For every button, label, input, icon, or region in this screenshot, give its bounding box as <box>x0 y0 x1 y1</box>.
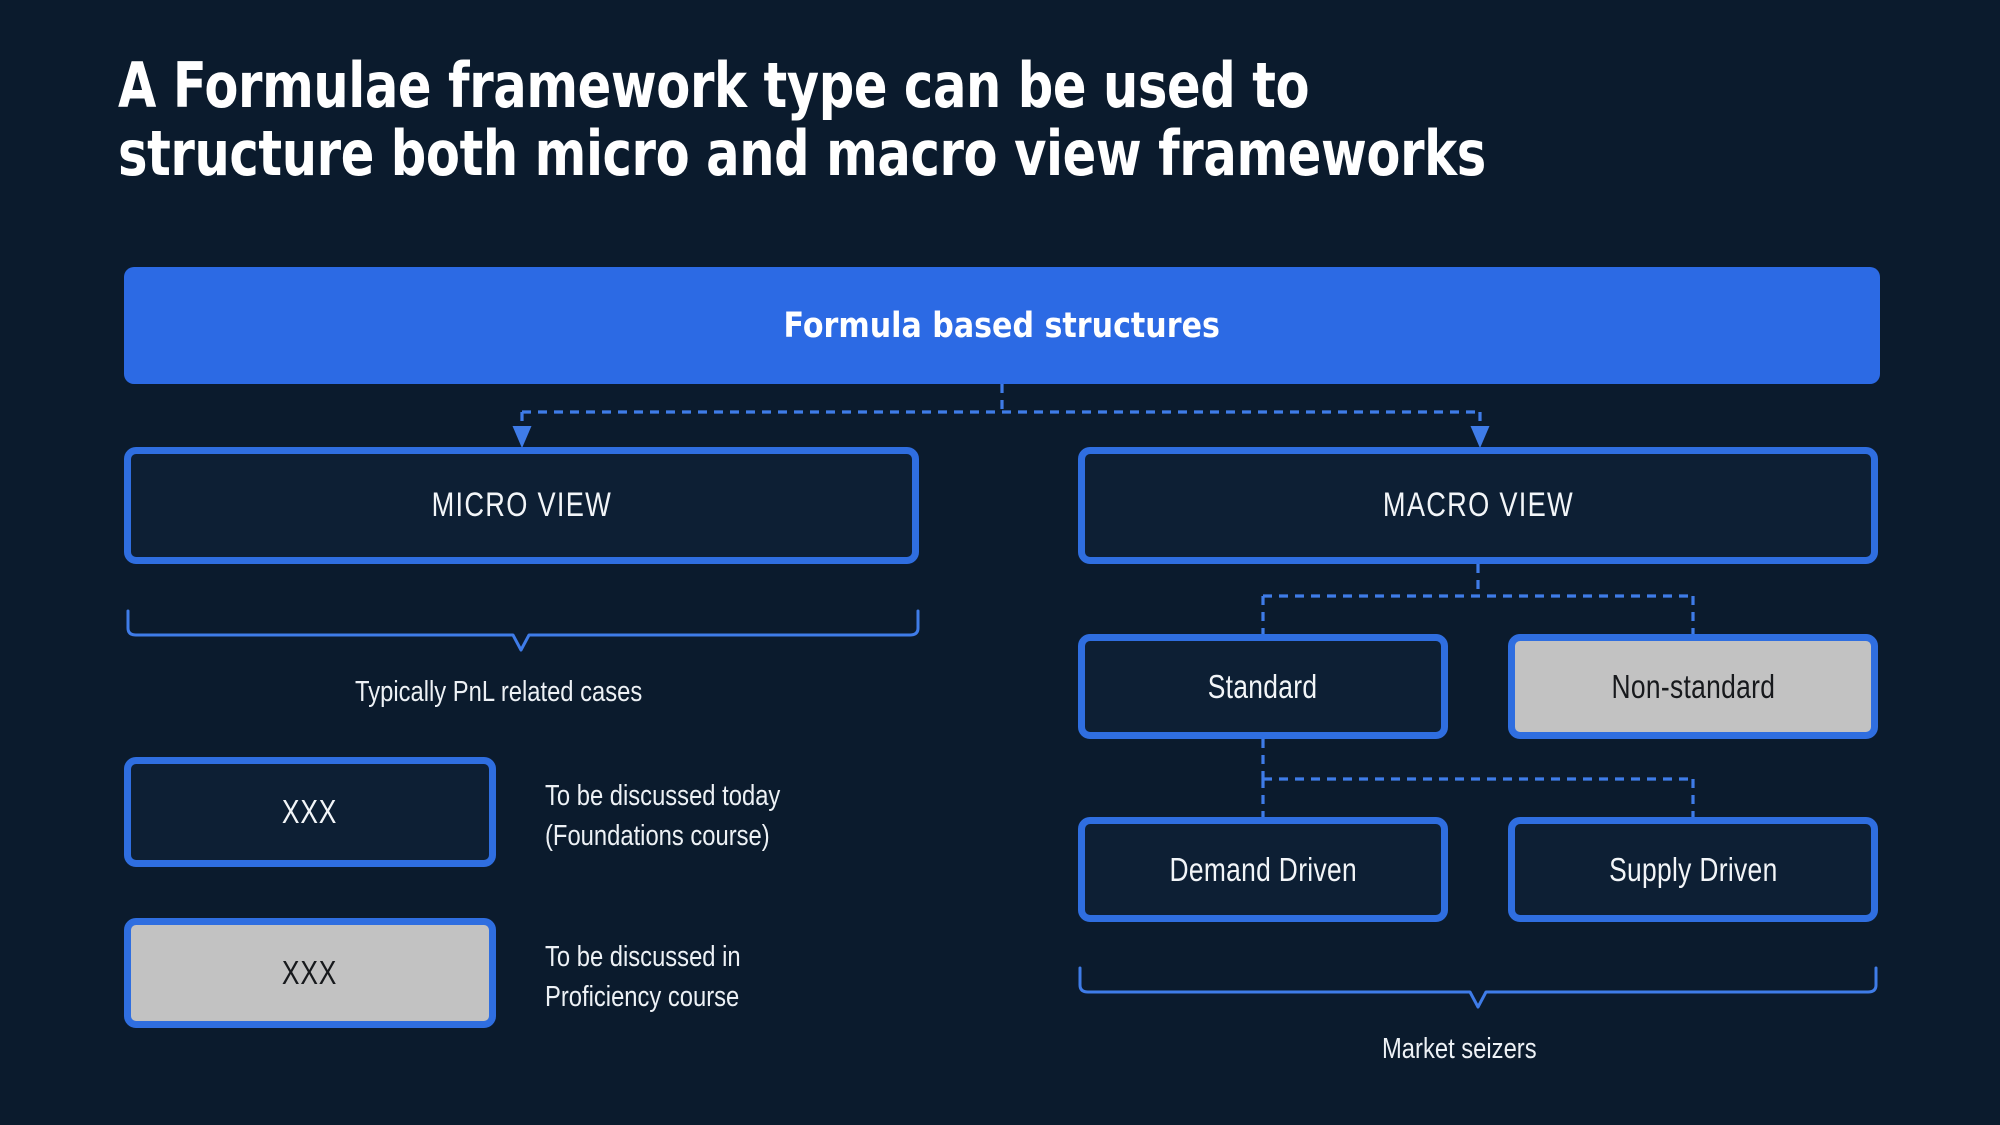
bracket-micro <box>126 609 920 652</box>
page-title: A Formulae framework type can be used to… <box>118 49 1486 191</box>
legend-swatch-outline-label: XXX <box>282 793 338 830</box>
node-macro-view[interactable]: MACRO VIEW <box>1078 447 1878 564</box>
node-micro-view[interactable]: MICRO VIEW <box>124 447 919 564</box>
caption-macro-bracket: Market seizers <box>1382 1033 1537 1065</box>
node-non-standard[interactable]: Non-standard <box>1508 634 1878 739</box>
node-micro-view-label: MICRO VIEW <box>431 486 612 524</box>
node-demand-driven[interactable]: Demand Driven <box>1078 817 1448 922</box>
connector-banner-to-views <box>512 384 1490 449</box>
legend-description-outline: To be discussed today (Foundations cours… <box>545 780 781 853</box>
connector-standard-to-children <box>1261 739 1695 817</box>
banner-formula-based-structures: Formula based structures <box>124 267 1880 384</box>
legend-swatch-outline: XXX <box>124 757 496 867</box>
legend-swatch-gray-label: XXX <box>282 954 338 991</box>
connector-macro-to-children <box>1261 564 1695 634</box>
node-non-standard-label: Non-standard <box>1611 667 1775 705</box>
node-macro-view-label: MACRO VIEW <box>1382 486 1574 524</box>
node-standard[interactable]: Standard <box>1078 634 1448 739</box>
legend-swatch-gray: XXX <box>124 918 496 1028</box>
bracket-macro <box>1078 966 1878 1009</box>
legend-description-gray: To be discussed in Proficiency course <box>545 941 741 1014</box>
node-supply-driven[interactable]: Supply Driven <box>1508 817 1878 922</box>
banner-label: Formula based structures <box>783 305 1221 346</box>
node-demand-driven-label: Demand Driven <box>1169 850 1357 888</box>
caption-micro-bracket: Typically PnL related cases <box>355 676 643 708</box>
node-supply-driven-label: Supply Driven <box>1608 850 1778 888</box>
node-standard-label: Standard <box>1208 667 1318 705</box>
